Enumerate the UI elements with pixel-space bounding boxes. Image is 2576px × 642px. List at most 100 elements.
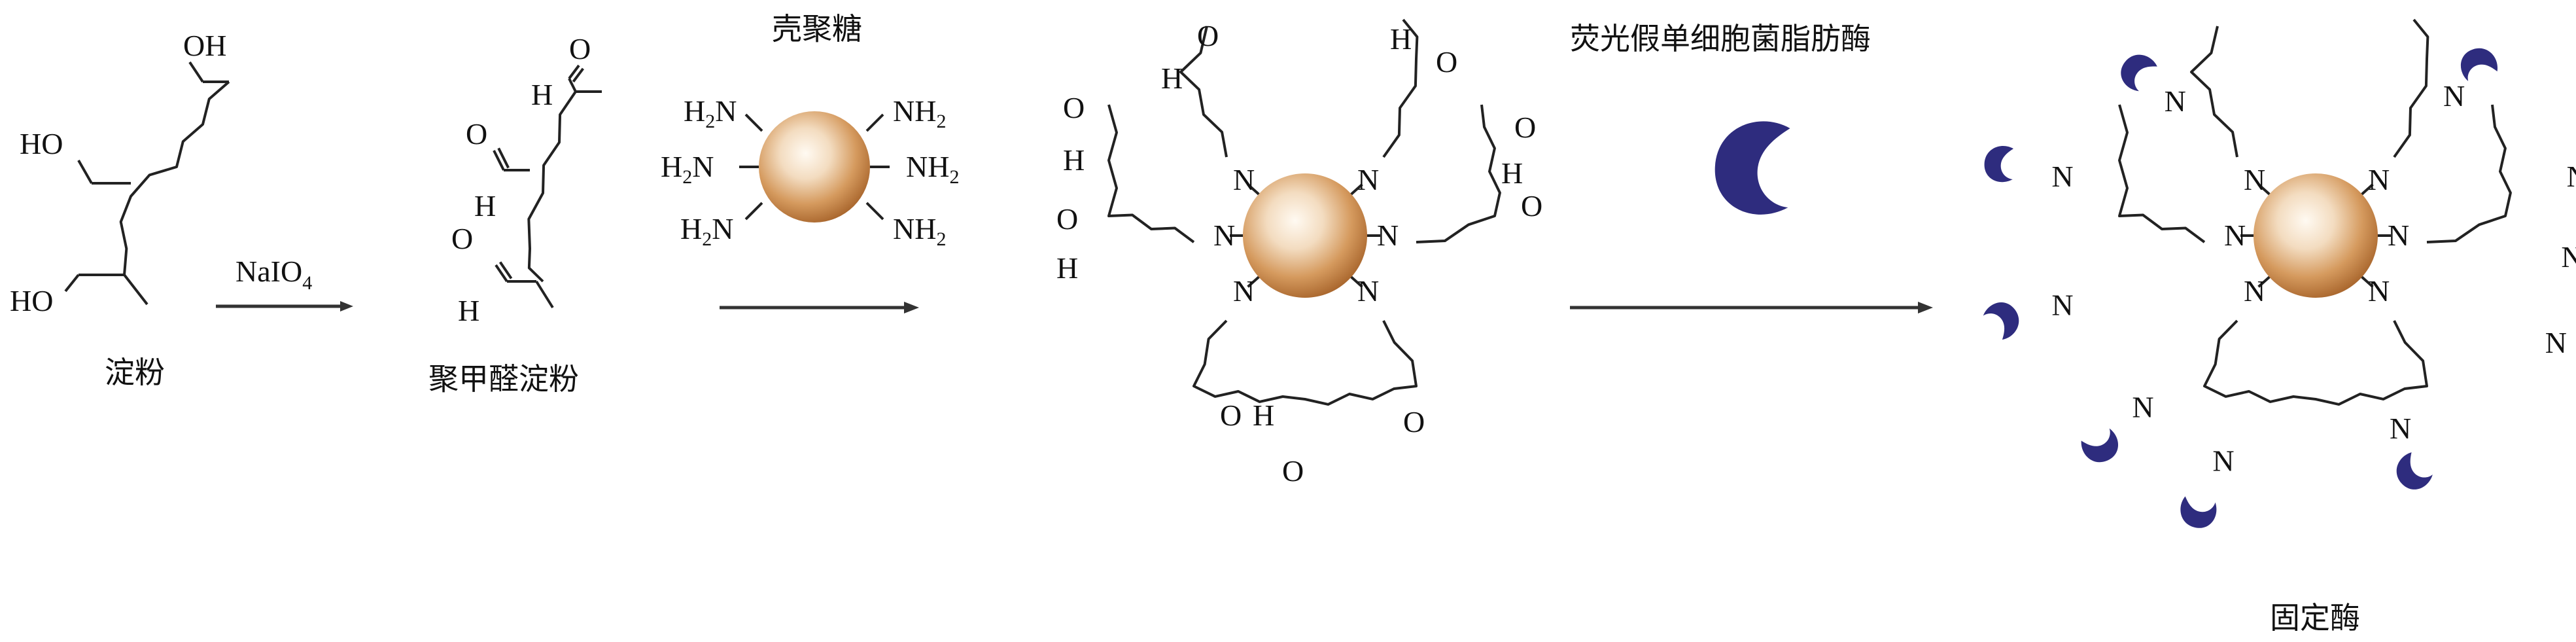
label-enzyme: 荧光假单细胞菌脂肪酶 [1570, 21, 1871, 56]
amine-group: H2N [680, 212, 733, 250]
enzyme-icon [2180, 496, 2217, 528]
enzyme-icon [2121, 54, 2157, 92]
label-reagent: NaIO4 [235, 255, 312, 294]
double-bond [498, 261, 513, 279]
atom-o: O [466, 117, 487, 151]
imine-nitrogen: N [2165, 84, 2186, 118]
carbon-chain-bond [119, 80, 230, 276]
imine-nitrogen: N [1357, 274, 1379, 308]
imine-nitrogen: N [2051, 289, 2073, 322]
double-bond [495, 264, 508, 283]
imine-nitrogen: N [2561, 240, 2576, 274]
atom-h: H [1253, 399, 1274, 432]
atom-o: O [1063, 91, 1085, 124]
atom-o: O [1436, 45, 1457, 79]
imine-nitrogen: N [2567, 160, 2576, 193]
carbon-chain-bond [2203, 319, 2428, 406]
imine-nitrogen: N [2212, 444, 2234, 477]
imine-nitrogen: N [2545, 326, 2567, 359]
double-bond [568, 64, 580, 80]
imine-nitrogen: N [2388, 219, 2409, 252]
bond [568, 78, 577, 92]
arrow-head [340, 301, 353, 312]
amine-group: NH2 [893, 212, 946, 250]
imine-nitrogen: N [1233, 274, 1255, 308]
arrow-head [1918, 302, 1933, 313]
imine-nitrogen: N [2132, 390, 2153, 423]
immobilized-bead [2254, 173, 2378, 298]
chitosan-bead [759, 111, 870, 223]
imine-nitrogen: N [2224, 219, 2246, 252]
atom-ho: HO [10, 284, 53, 317]
double-bond [497, 147, 510, 169]
carbon-chain-bond [1382, 18, 1419, 158]
label-chitosan: 壳聚糖 [772, 11, 862, 46]
atom-o: O [451, 222, 473, 255]
bond [535, 280, 554, 309]
amine-group: NH2 [906, 150, 959, 188]
carbon-chain-bond [1179, 26, 1228, 158]
enzyme-icon [2396, 452, 2433, 490]
imine-nitrogen: N [1377, 219, 1399, 252]
bond [123, 274, 148, 306]
arrow-head [904, 302, 919, 313]
atom-h: H [1161, 62, 1183, 95]
bond [77, 160, 93, 184]
enzyme-icon [2081, 428, 2118, 463]
carbon-chain-bond [1107, 104, 1195, 243]
atom-h: H [1056, 251, 1078, 285]
enzyme-icon [1984, 146, 2013, 183]
imine-nitrogen: N [2368, 163, 2390, 196]
imine-nitrogen: N [2390, 412, 2411, 445]
imine-nitrogen: N [2368, 274, 2390, 308]
bond [865, 113, 884, 132]
double-bond [572, 67, 585, 83]
atom-h: H [1063, 143, 1085, 177]
imine-nitrogen: N [2244, 274, 2265, 308]
atom-h: H [458, 294, 479, 327]
carbon-chain-bond [1416, 104, 1501, 243]
carbon-chain-bond [1192, 319, 1418, 406]
carbon-chain-bond [527, 90, 577, 283]
label-starch: 淀粉 [105, 355, 165, 390]
bond [744, 202, 763, 221]
bond [744, 113, 763, 132]
atom-o: O [1197, 19, 1219, 52]
atom-o: O [1403, 405, 1425, 438]
crosslinked-bead [1243, 173, 1367, 298]
amine-group: NH2 [893, 94, 946, 132]
atom-o: O [1521, 189, 1542, 223]
bond [188, 61, 204, 83]
enzyme-icon [2460, 48, 2498, 81]
label-polyaldehyde-starch: 聚甲醛淀粉 [428, 361, 579, 397]
atom-h: H [1390, 22, 1412, 56]
atom-o: O [1056, 202, 1078, 236]
bond [64, 274, 80, 293]
atom-o: O [1220, 399, 1242, 432]
atom-h: H [531, 78, 553, 111]
imine-nitrogen: N [1233, 163, 1255, 196]
atom-ho: HO [20, 127, 63, 160]
imine-nitrogen: N [1357, 163, 1379, 196]
atom-h: H [1501, 156, 1523, 190]
atom-o: O [569, 32, 591, 65]
bond [865, 202, 884, 221]
atom-h: H [474, 189, 496, 223]
imine-nitrogen: N [2244, 163, 2265, 196]
double-bond [493, 150, 505, 171]
carbon-chain-bond [2426, 104, 2512, 243]
carbon-chain-bond [2393, 18, 2429, 158]
atom-o: O [1514, 111, 1536, 144]
enzyme-icon [1714, 121, 1790, 215]
imine-nitrogen: N [2051, 160, 2073, 193]
atom-o: O [1282, 454, 1304, 488]
amine-group: H2N [684, 94, 737, 132]
carbon-chain-bond [2190, 26, 2238, 158]
imine-nitrogen: N [1213, 219, 1235, 252]
amine-group: H2N [661, 150, 714, 188]
imine-nitrogen: N [2443, 79, 2465, 113]
carbon-chain-bond [2118, 104, 2206, 243]
enzyme-icon [1983, 302, 2019, 340]
atom-oh: OH [183, 29, 226, 62]
